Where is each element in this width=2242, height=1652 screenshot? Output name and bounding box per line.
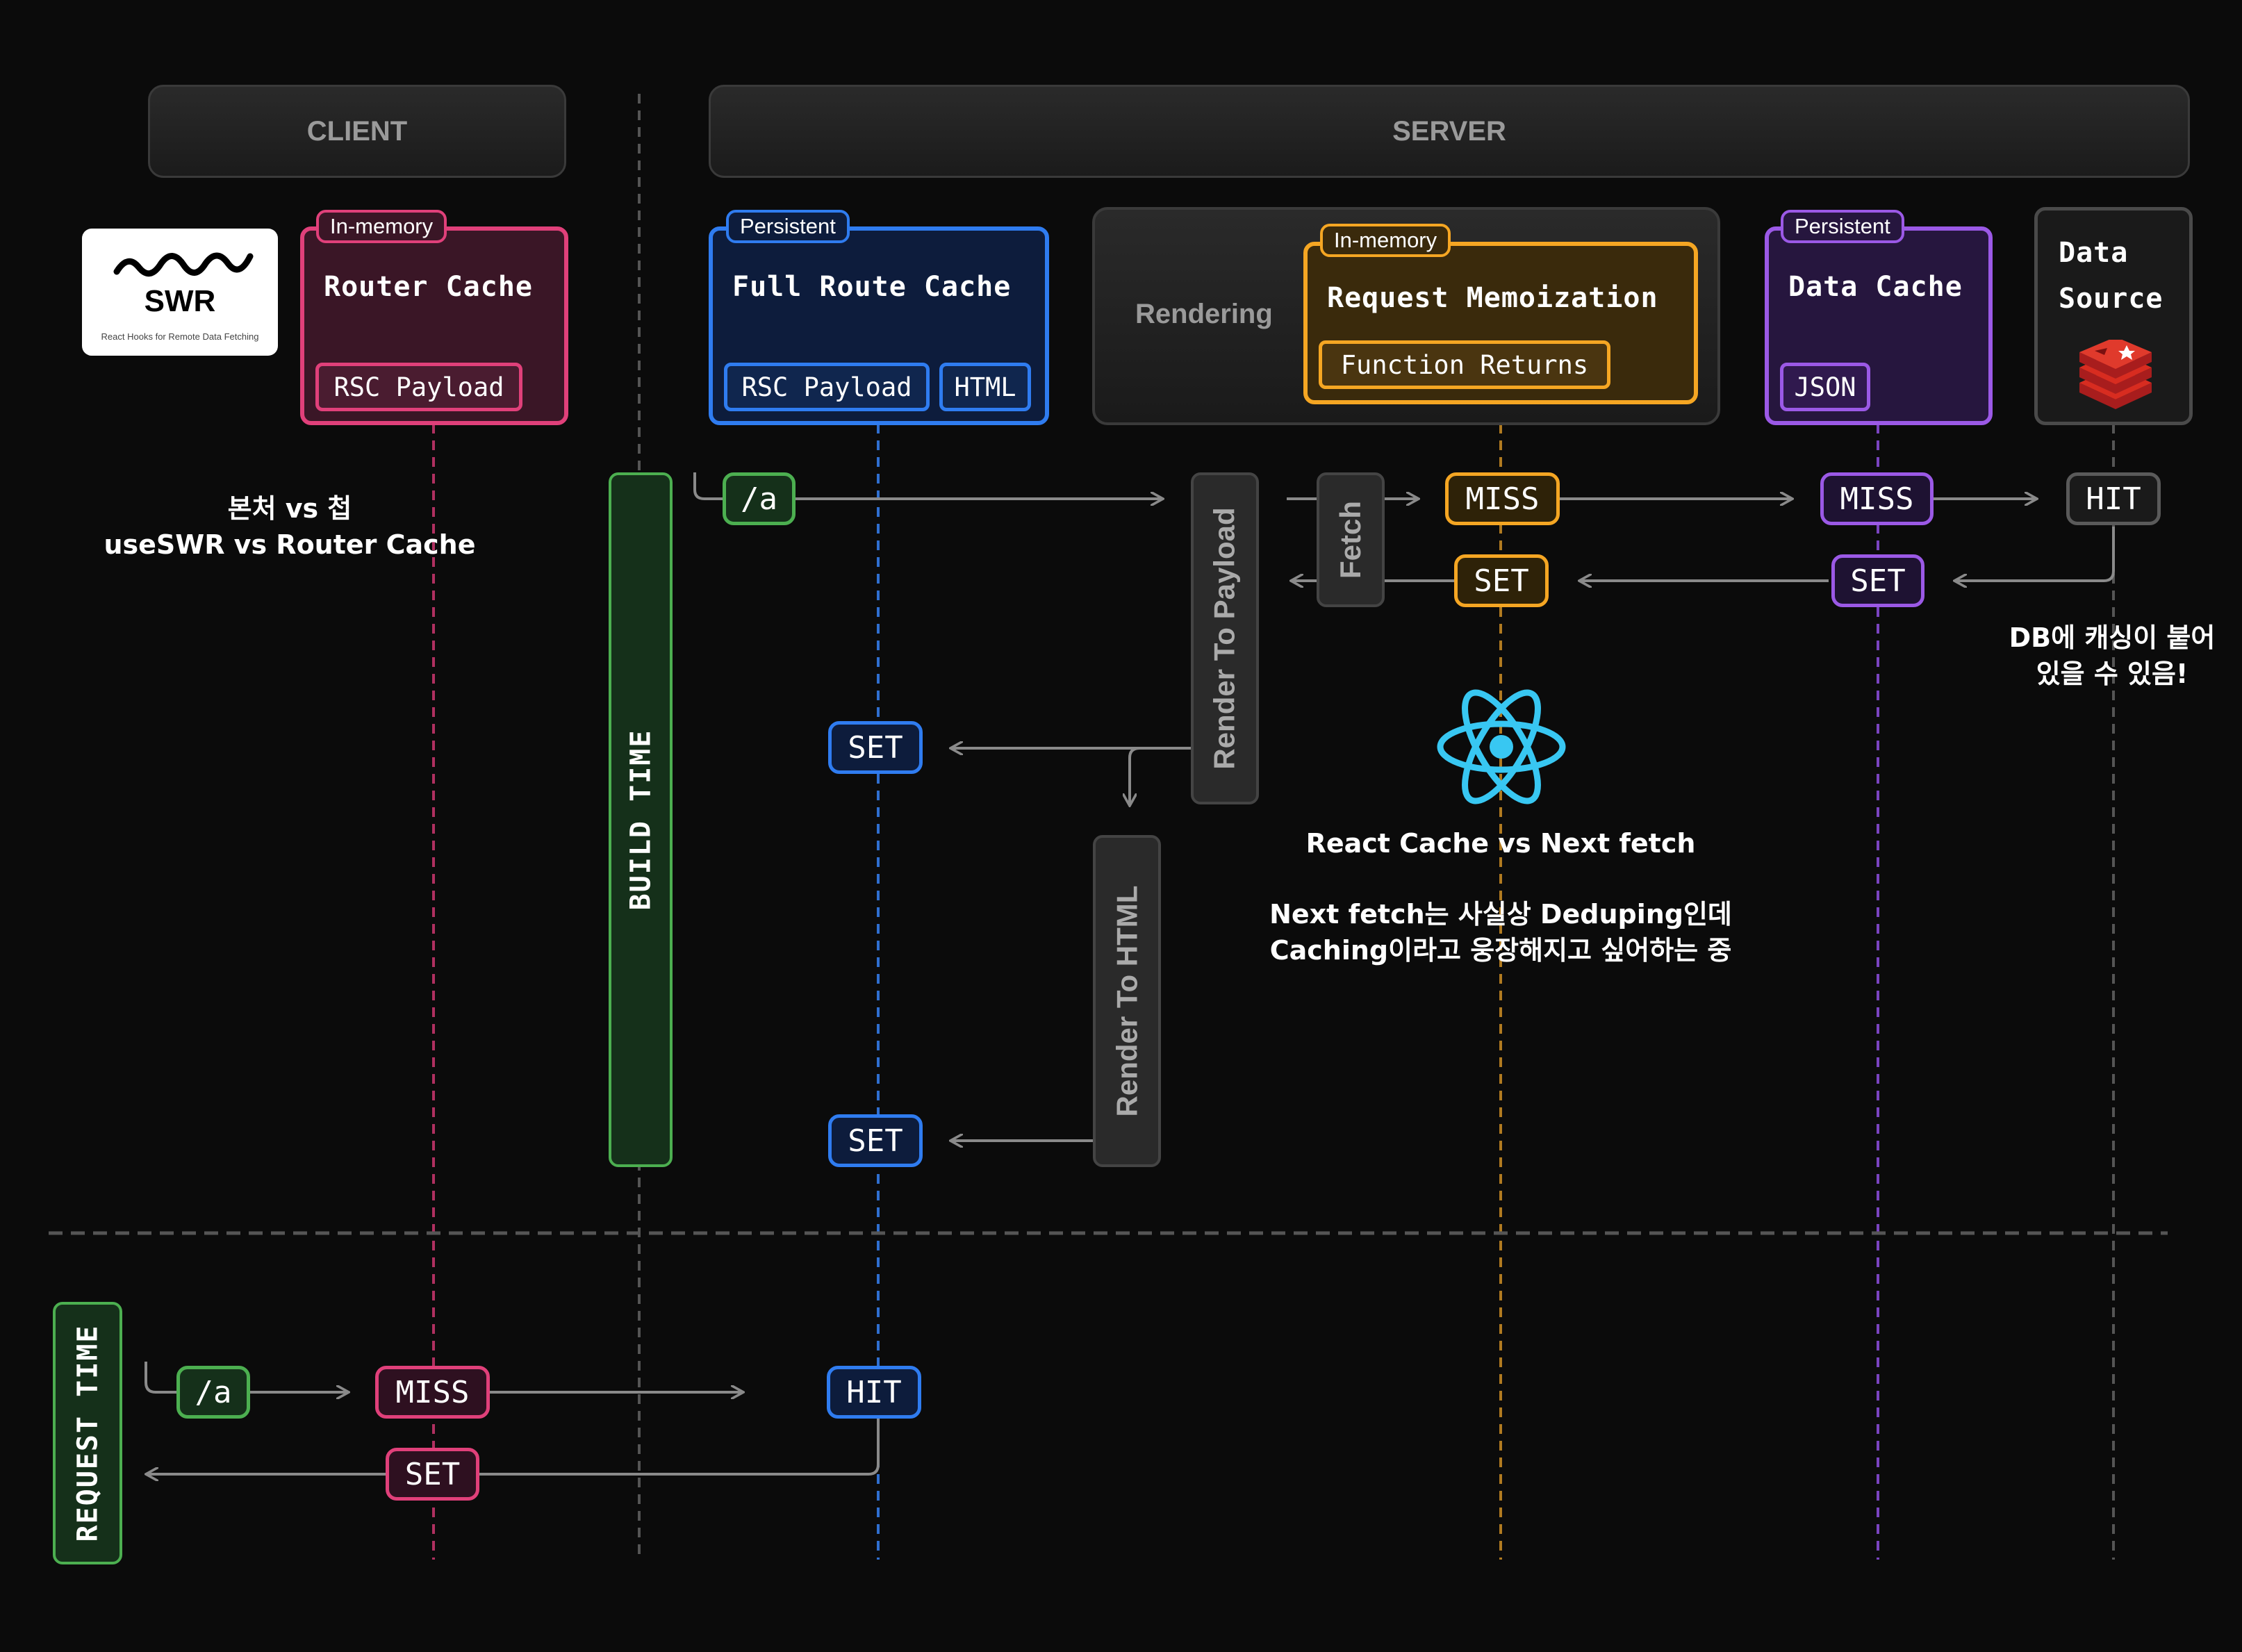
request-time-label: REQUEST TIME [72,1324,104,1542]
router-cache-chip-label: RSC Payload [333,372,504,402]
frc-set-payload-pill: SET [828,721,923,774]
fetch-bar: Fetch [1317,472,1385,607]
db-note: DB에 캐싱이 붙어 있을 수 있음! [1987,620,2237,692]
memo-miss-pill: MISS [1445,472,1560,525]
client-note: 본처 vs 첩 useSWR vs Router Cache [78,490,502,563]
data-source-title-2: Source [2059,283,2163,315]
client-note-line1: 본처 vs 첩 [227,493,352,524]
react-cache-title-text: React Cache vs Next fetch [1305,828,1696,859]
react-cache-note: Next fetch는 사실상 Deduping인데 Caching이라고 웅장… [1181,896,1820,968]
render-to-html-label: Render To HTML [1110,885,1143,1117]
full-route-cache-card: Full Route Cache RSC Payload HTML [709,226,1049,425]
react-note-line2: Caching이라고 웅장해지고 싶어하는 중 [1269,935,1732,966]
json-chip-label: JSON [1794,372,1856,402]
swr-wave-icon [113,252,254,277]
react-note-line1: Next fetch는 사실상 Deduping인데 [1269,899,1732,930]
db-note-line2: 있을 수 있음! [2036,659,2189,689]
frc-set-payload-label: SET [848,729,903,766]
data-miss-pill: MISS [1820,472,1934,525]
memo-set-label: SET [1474,563,1529,599]
build-route-pill: /a [723,472,796,525]
router-set-pill: SET [386,1448,479,1501]
data-source-card: Data Source [2034,207,2193,425]
frc-chip-html-label: HTML [954,372,1016,402]
router-miss-pill: MISS [375,1366,490,1419]
frc-chip-rsc: RSC Payload [724,363,930,411]
request-route-pill: /a [176,1366,250,1419]
json-chip: JSON [1780,363,1870,411]
swr-logo: SWR React Hooks for Remote Data Fetching [82,229,278,356]
data-miss-label: MISS [1840,481,1914,517]
frc-chip-html: HTML [939,363,1031,411]
react-logo-icon [1437,689,1566,804]
data-set-pill: SET [1831,554,1924,607]
data-cache-card: Data Cache JSON [1765,226,1993,425]
router-miss-label: MISS [395,1374,470,1410]
router-set-label: SET [404,1456,461,1492]
client-header: CLIENT [148,85,566,178]
build-time-bar: BUILD TIME [609,472,673,1167]
frc-chip-rsc-label: RSC Payload [741,372,912,402]
request-route-label: /a [195,1374,232,1410]
request-memo-title: Request Memoization [1327,282,1658,314]
frc-hit-pill: HIT [827,1366,921,1419]
source-hit-label: HIT [2086,481,2141,517]
router-cache-title: Router Cache [324,271,533,303]
frc-set-html-label: SET [848,1123,903,1159]
router-cache-card: Router Cache RSC Payload [300,226,568,425]
build-route-label: /a [741,481,777,517]
react-cache-title: React Cache vs Next fetch [1223,825,1779,861]
fetch-label: Fetch [1334,500,1367,579]
server-header-label: SERVER [1392,115,1506,147]
full-route-cache-tag: Persistent [726,210,850,243]
data-set-label: SET [1850,563,1906,599]
router-cache-chip: RSC Payload [315,363,522,411]
swr-subtitle: React Hooks for Remote Data Fetching [101,331,259,342]
swr-name: SWR [144,284,216,318]
memo-miss-label: MISS [1465,481,1540,517]
client-header-label: CLIENT [306,115,408,147]
db-note-line1: DB에 캐싱이 붙어 [2009,622,2216,653]
frc-hit-label: HIT [846,1374,902,1410]
data-cache-tag: Persistent [1781,210,1904,243]
data-cache-title: Data Cache [1788,271,1963,303]
client-note-line2: useSWR vs Router Cache [104,529,476,560]
source-hit-pill: HIT [2066,472,2161,525]
frc-set-html-pill: SET [828,1114,923,1167]
render-to-payload-label: Render To Payload [1208,507,1241,770]
build-time-label: BUILD TIME [625,729,657,911]
request-memo-tag: In-memory [1320,224,1451,257]
function-returns-label: Function Returns [1340,349,1589,380]
render-to-payload-bar: Render To Payload [1191,472,1259,804]
request-time-bar: REQUEST TIME [53,1302,122,1564]
data-source-title-1: Data [2059,237,2129,269]
redis-database-icon [2079,340,2152,409]
render-to-html-bar: Render To HTML [1093,835,1161,1167]
server-header: SERVER [709,85,2190,178]
full-route-cache-title: Full Route Cache [732,271,1012,303]
router-cache-tag: In-memory [316,210,447,243]
memo-set-pill: SET [1454,554,1549,607]
request-memo-card: Request Memoization Function Returns [1303,242,1698,404]
function-returns-chip: Function Returns [1319,340,1610,389]
rendering-label: Rendering [1135,299,1273,329]
